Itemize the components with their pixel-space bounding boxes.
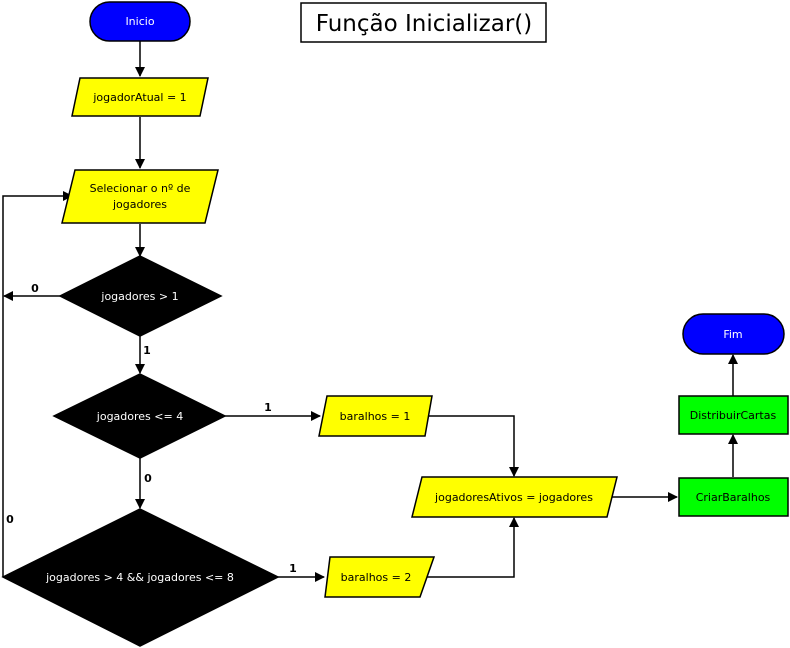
node-fim-label: Fim [723, 328, 742, 341]
node-fim: Fim [682, 313, 785, 355]
node-inicio: Inicio [89, 1, 191, 42]
edge-label-maior1-true: 1 [143, 344, 151, 357]
node-distribuir-cartas-label: DistribuirCartas [690, 409, 777, 422]
node-jogadores-ativos-label: jogadoresAtivos = jogadores [434, 491, 593, 504]
node-jogador-atual: jogadorAtual = 1 [71, 77, 209, 117]
node-distribuir-cartas: DistribuirCartas [678, 395, 789, 435]
node-criar-baralhos: CriarBaralhos [678, 477, 789, 517]
node-decision-menor4: jogadores <= 4 [52, 373, 227, 459]
node-decision-range-label: jogadores > 4 && jogadores <= 8 [45, 571, 234, 584]
node-selecionar: Selecionar o nº de jogadores [61, 169, 219, 224]
node-decision-menor4-label: jogadores <= 4 [96, 410, 183, 423]
edge-range-false-loop [2, 191, 73, 577]
node-decision-maior1-label: jogadores > 1 [100, 290, 178, 303]
node-decision-maior1: jogadores > 1 [58, 255, 223, 337]
edge-label-range-true: 1 [289, 562, 297, 575]
title-box: Função Inicializar() [300, 2, 547, 43]
node-baralhos1-label: baralhos = 1 [340, 410, 411, 423]
edge-label-range-false: 0 [6, 513, 14, 526]
node-baralhos1: baralhos = 1 [318, 395, 433, 437]
edge-label-maior1-false: 0 [31, 282, 39, 295]
node-baralhos2: baralhos = 2 [324, 556, 436, 598]
node-jogadores-ativos: jogadoresAtivos = jogadores [411, 476, 618, 518]
edge-label-menor4-false: 0 [144, 472, 152, 485]
node-selecionar-label-line1: Selecionar o nº de [90, 182, 191, 195]
edge-label-menor4-true: 1 [264, 401, 272, 414]
node-jogador-atual-label: jogadorAtual = 1 [92, 91, 186, 104]
node-selecionar-label-line2: jogadores [112, 198, 167, 211]
node-criar-baralhos-label: CriarBaralhos [696, 491, 771, 504]
node-decision-range: jogadores > 4 && jogadores <= 8 [1, 508, 280, 647]
node-inicio-label: Inicio [125, 15, 154, 28]
page-title: Função Inicializar() [316, 11, 532, 37]
edges [2, 41, 738, 582]
edge-baralhos1-to-ativos [425, 415, 519, 477]
node-baralhos2-label: baralhos = 2 [341, 571, 412, 584]
edge-baralhos2-to-ativos [420, 517, 519, 578]
